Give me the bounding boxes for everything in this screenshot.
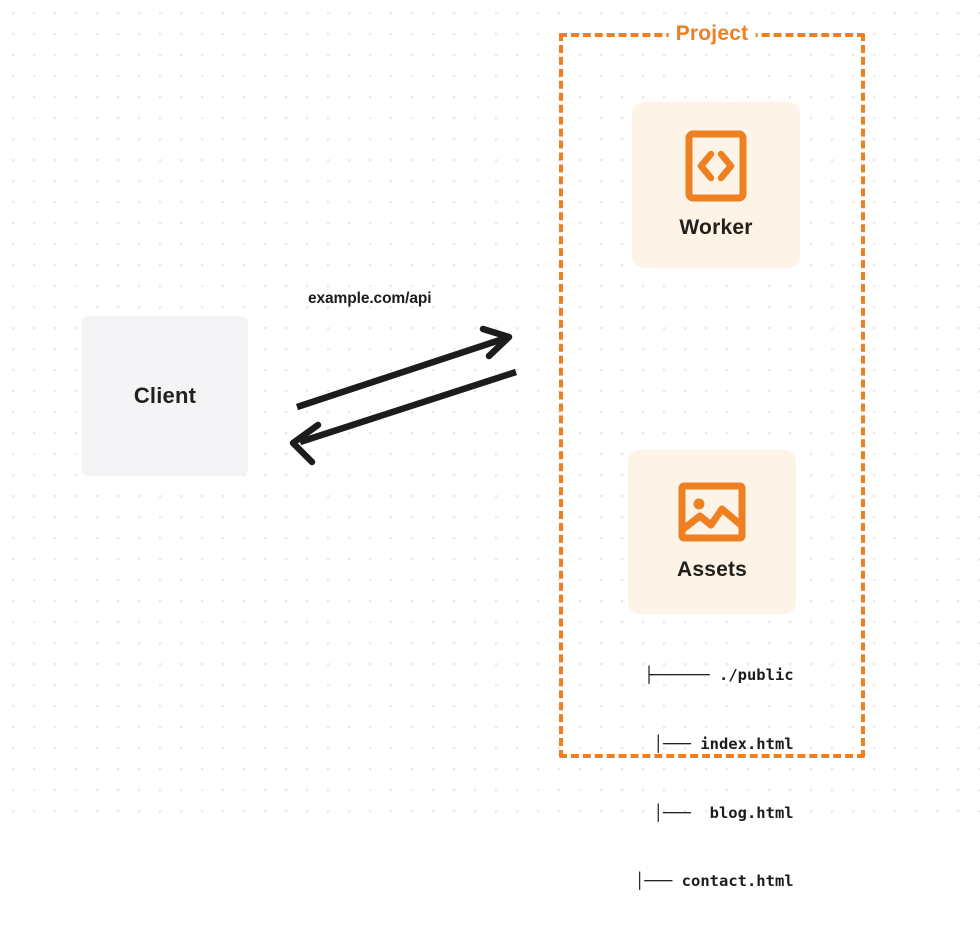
image-icon bbox=[678, 482, 746, 542]
connection-label: example.com/api bbox=[308, 290, 432, 307]
assets-label: Assets bbox=[676, 558, 748, 581]
assets-card[interactable]: Assets bbox=[628, 450, 796, 614]
response-arrow bbox=[289, 368, 518, 466]
file-tree-line-blog: │─── blog.html bbox=[625, 803, 794, 822]
project-title: Project bbox=[668, 22, 756, 46]
file-tree-line-root: ├────── ./public bbox=[644, 665, 794, 684]
request-arrow bbox=[295, 325, 513, 411]
project-group: Project bbox=[559, 22, 865, 758]
client-node[interactable]: Client bbox=[82, 316, 248, 476]
file-tree-line-contact: │─── contact.html bbox=[607, 872, 794, 891]
client-label: Client bbox=[133, 383, 197, 408]
file-tree-line-index: │─── index.html bbox=[625, 734, 794, 753]
diagram-canvas: Client example.com/api Project Worker bbox=[0, 0, 980, 890]
worker-label: Worker bbox=[679, 216, 753, 239]
assets-file-tree: ├────── ./public │─── index.html │─── bl… bbox=[607, 618, 794, 939]
worker-card[interactable]: Worker bbox=[632, 102, 800, 268]
code-brackets-icon bbox=[685, 130, 747, 202]
